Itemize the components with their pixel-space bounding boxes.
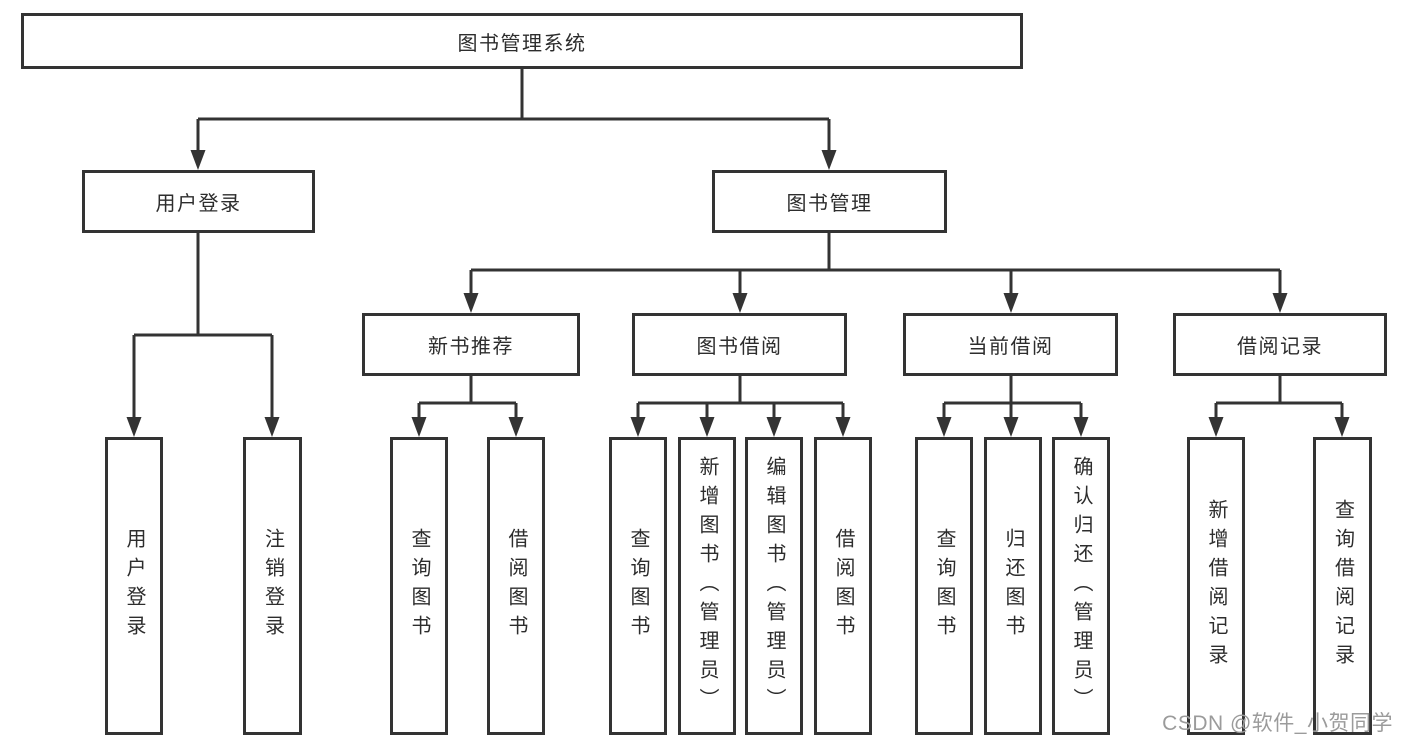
leaf-borrow-books-newbooks: 借阅图书 [487, 437, 545, 735]
node-label: 当前借阅 [967, 336, 1054, 358]
node-book-management: 图书管理 [712, 170, 947, 233]
node-label: 图书借阅 [696, 336, 783, 358]
leaf-return-books: 归还图书 [984, 437, 1042, 735]
leaf-edit-books-admin: 编辑图书（管理员） [745, 437, 803, 735]
leaf-query-books-newbooks: 查询图书 [390, 437, 448, 735]
csdn-watermark: CSDN @软件_小贺同学 [1162, 712, 1393, 735]
leaf-query-borrow-record: 查询借阅记录 [1313, 437, 1372, 735]
node-label: 借阅记录 [1237, 336, 1323, 358]
node-label: 查询图书 [408, 528, 430, 644]
leaf-logout: 注销登录 [243, 437, 302, 735]
node-label: 用户登录 [155, 193, 242, 215]
leaf-add-borrow-record: 新增借阅记录 [1187, 437, 1245, 735]
node-label: 确认归还（管理员） [1070, 455, 1092, 717]
leaf-user-login: 用户登录 [105, 437, 163, 735]
node-label: 查询图书 [933, 528, 955, 644]
node-label: 查询图书 [627, 528, 649, 644]
leaf-add-books-admin: 新增图书（管理员） [678, 437, 736, 735]
leaf-borrow-books-borrowing: 借阅图书 [814, 437, 872, 735]
node-label: 图书管理 [786, 193, 873, 215]
node-label: 图书管理系统 [457, 32, 587, 55]
node-label: 新书推荐 [428, 336, 514, 358]
node-label: 注销登录 [261, 528, 284, 644]
node-label: 编辑图书（管理员） [763, 455, 785, 717]
node-label: 新增图书（管理员） [696, 455, 718, 717]
node-new-book-recommendation: 新书推荐 [362, 313, 580, 376]
leaf-query-books-borrowing: 查询图书 [609, 437, 667, 735]
node-current-borrowing: 当前借阅 [903, 313, 1118, 376]
node-label: 新增借阅记录 [1205, 499, 1227, 673]
node-label: 查询借阅记录 [1331, 499, 1354, 673]
node-library-management-system: 图书管理系统 [21, 13, 1023, 69]
leaf-confirm-return-admin: 确认归还（管理员） [1052, 437, 1110, 735]
node-borrow-records: 借阅记录 [1173, 313, 1387, 376]
node-label: 借阅图书 [832, 528, 854, 644]
node-label: 借阅图书 [505, 528, 527, 644]
node-user-login: 用户登录 [82, 170, 315, 233]
node-label: 用户登录 [123, 528, 145, 644]
leaf-query-books-current: 查询图书 [915, 437, 973, 735]
arrowheads [126, 150, 1350, 437]
node-label: 归还图书 [1002, 528, 1024, 644]
node-book-borrowing: 图书借阅 [632, 313, 847, 376]
